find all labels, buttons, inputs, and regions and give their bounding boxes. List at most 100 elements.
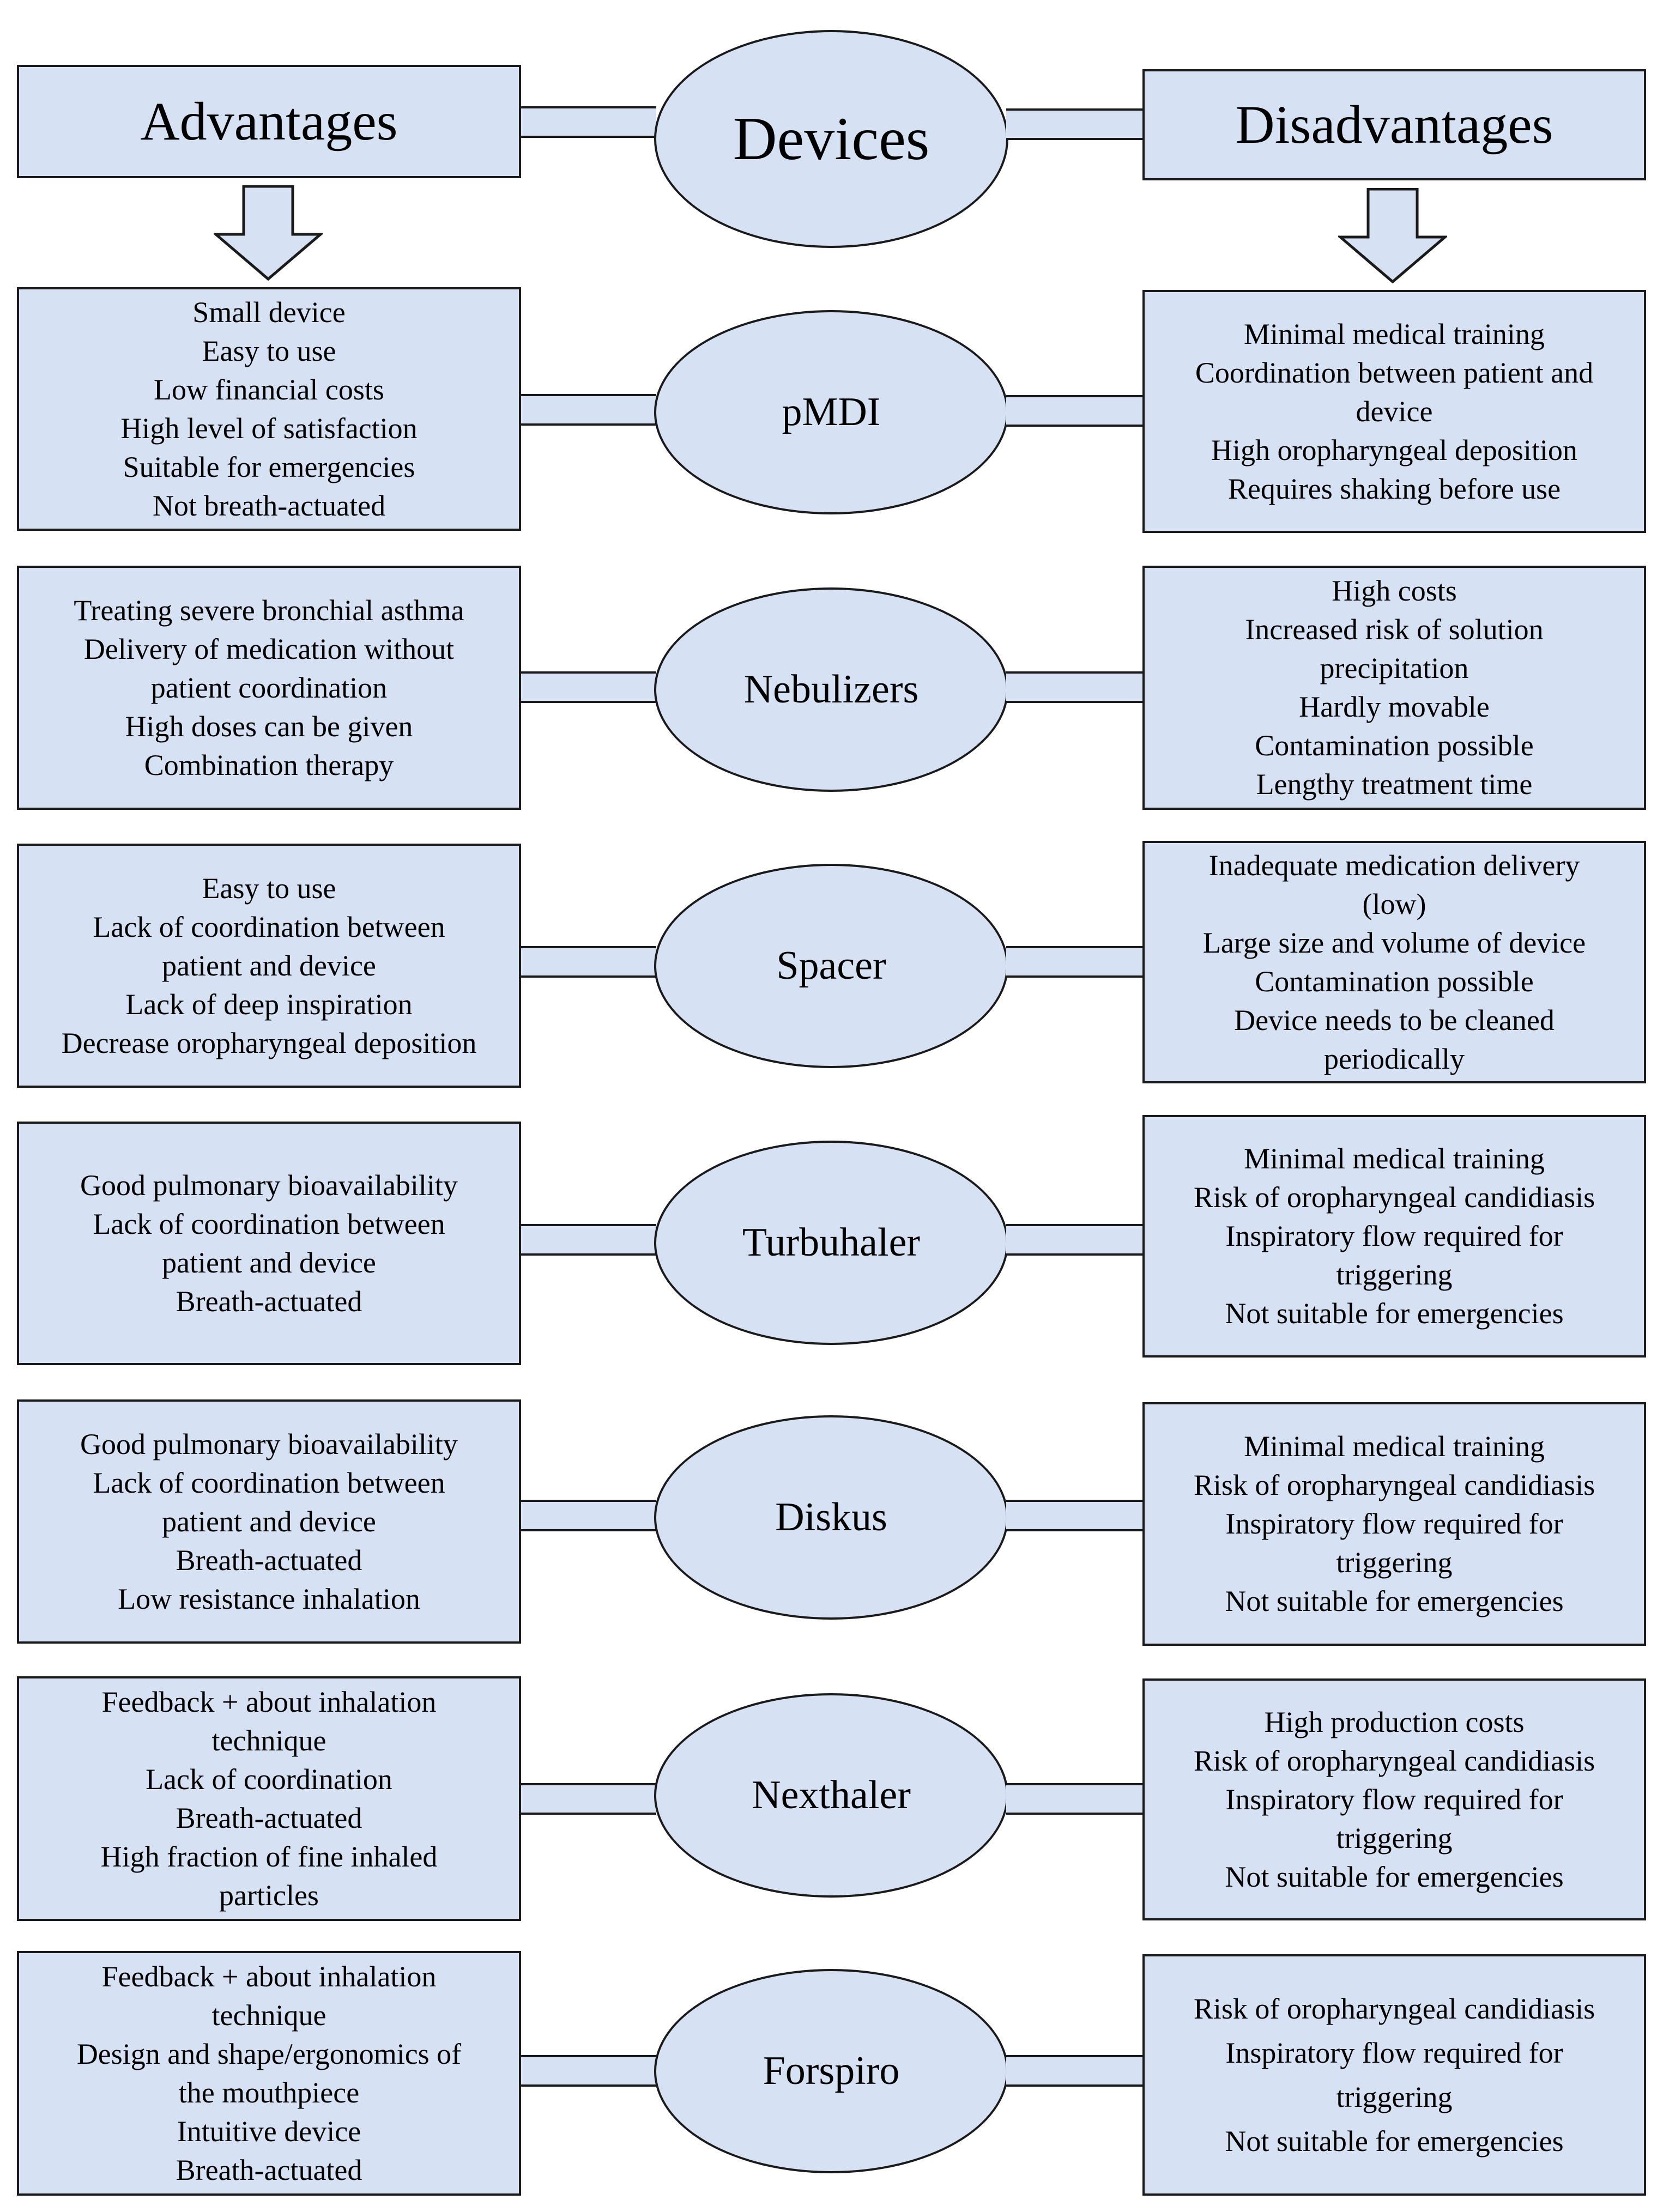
list-item: Large size and volume of device <box>1202 926 1586 959</box>
device-ellipse-spacer: Spacer <box>654 864 1008 1068</box>
list-item: Lack of coordination between <box>93 910 445 943</box>
list-item: Increased risk of solution <box>1245 613 1544 646</box>
list-item: Good pulmonary bioavailability <box>80 1168 458 1202</box>
connector-header-right <box>1006 108 1142 140</box>
device-name: Forspiro <box>763 2049 900 2093</box>
list-item: High doses can be given <box>125 710 413 743</box>
list-item: Lack of coordination between <box>93 1466 445 1499</box>
list-item: precipitation <box>1320 652 1469 684</box>
list-item: Small device <box>192 295 346 329</box>
list-item: Contamination possible <box>1255 729 1534 762</box>
list-item: triggering <box>1336 1258 1453 1291</box>
list-item: Lengthy treatment time <box>1256 768 1533 801</box>
list-item: Easy to use <box>202 871 336 905</box>
list-item: Lack of coordination between <box>93 1207 445 1240</box>
device-ellipse-pmdi: pMDI <box>654 310 1008 514</box>
connector-right <box>1006 671 1142 703</box>
device-name: Turbuhaler <box>742 1220 921 1265</box>
list-item: Low resistance inhalation <box>118 1582 420 1615</box>
list-item: Inspiratory flow required for <box>1225 2036 1563 2069</box>
list-item: Intuitive device <box>177 2114 361 2148</box>
connector-right <box>1006 2055 1142 2087</box>
list-item: Not breath-actuated <box>152 489 386 522</box>
disadvantages-box-spacer: Inadequate medication delivery (low) Large… <box>1142 841 1646 1083</box>
list-item: Not suitable for emergencies <box>1225 1297 1564 1330</box>
list-item: Feedback + about inhalation <box>101 1960 437 1993</box>
list-item: Feedback + about inhalation <box>101 1685 437 1718</box>
device-ellipse-nexthaler: Nexthaler <box>654 1693 1008 1898</box>
list-item: Not suitable for emergencies <box>1225 1585 1564 1617</box>
connector-left <box>521 1783 656 1815</box>
list-item: device <box>1356 395 1433 428</box>
list-item: Inadequate medication delivery <box>1208 849 1580 882</box>
disadvantages-header-box: Disadvantages <box>1142 69 1646 180</box>
list-item: Minimal medical training <box>1244 1142 1545 1175</box>
list-item: Breath-actuated <box>176 1801 362 1834</box>
device-name: Spacer <box>776 943 886 988</box>
list-item: Device needs to be cleaned <box>1234 1003 1555 1037</box>
list-item: Low financial costs <box>154 373 384 406</box>
list-item: Inspiratory flow required for <box>1225 1783 1563 1816</box>
connector-left <box>521 671 656 703</box>
list-item: Inspiratory flow required for <box>1225 1507 1563 1540</box>
list-item: Delivery of medication without <box>83 632 455 665</box>
list-item: (low) <box>1362 887 1426 920</box>
list-item: Hardly movable <box>1299 690 1490 723</box>
list-item: Coordination between patient and <box>1195 356 1594 389</box>
list-item: Design and shape/ergonomics of <box>76 2037 462 2070</box>
device-name: Nebulizers <box>743 667 919 712</box>
disadvantages-header: Disadvantages <box>1235 94 1553 155</box>
device-name: Diskus <box>775 1495 887 1540</box>
list-item: High fraction of fine inhaled <box>100 1840 438 1873</box>
list-item: Lack of deep inspiration <box>125 987 413 1021</box>
list-item: Combination therapy <box>144 748 394 781</box>
list-item: particles <box>219 1878 319 1912</box>
list-item: Contamination possible <box>1255 965 1534 998</box>
list-item: triggering <box>1336 1821 1453 1855</box>
list-item: Treating severe bronchial asthma <box>74 593 464 627</box>
connector-right <box>1006 1500 1142 1531</box>
disadvantages-list: Inadequate medication delivery (low) Large… <box>1203 846 1586 1078</box>
devices-header: Devices <box>733 105 930 173</box>
list-item: Risk of oropharyngeal candidiasis <box>1193 1992 1595 2025</box>
list-item: Risk of oropharyngeal candidiasis <box>1193 1469 1595 1501</box>
list-item: Minimal medical training <box>1244 317 1545 350</box>
list-item: Good pulmonary bioavailability <box>80 1427 458 1460</box>
connector-right <box>1006 1224 1142 1256</box>
device-ellipse-turbuhaler: Turbuhaler <box>654 1141 1008 1345</box>
list-item: Not suitable for emergencies <box>1225 1860 1564 1893</box>
connector-right <box>1006 395 1142 427</box>
connector-left <box>521 394 656 426</box>
list-item: Minimal medical training <box>1244 1430 1545 1463</box>
device-ellipse-forspiro: Forspiro <box>654 1969 1008 2173</box>
list-item: triggering <box>1336 1546 1453 1579</box>
device-ellipse-diskus: Diskus <box>654 1415 1008 1620</box>
list-item: Breath-actuated <box>176 1284 362 1318</box>
list-item: Risk of oropharyngeal candidiasis <box>1193 1744 1595 1777</box>
connector-right <box>1006 1783 1142 1815</box>
list-item: technique <box>211 1998 326 2032</box>
list-item: Suitable for emergencies <box>123 450 415 483</box>
down-arrow-icon-advantages <box>214 185 323 281</box>
connector-left <box>521 1224 656 1256</box>
connector-left <box>521 1500 656 1531</box>
